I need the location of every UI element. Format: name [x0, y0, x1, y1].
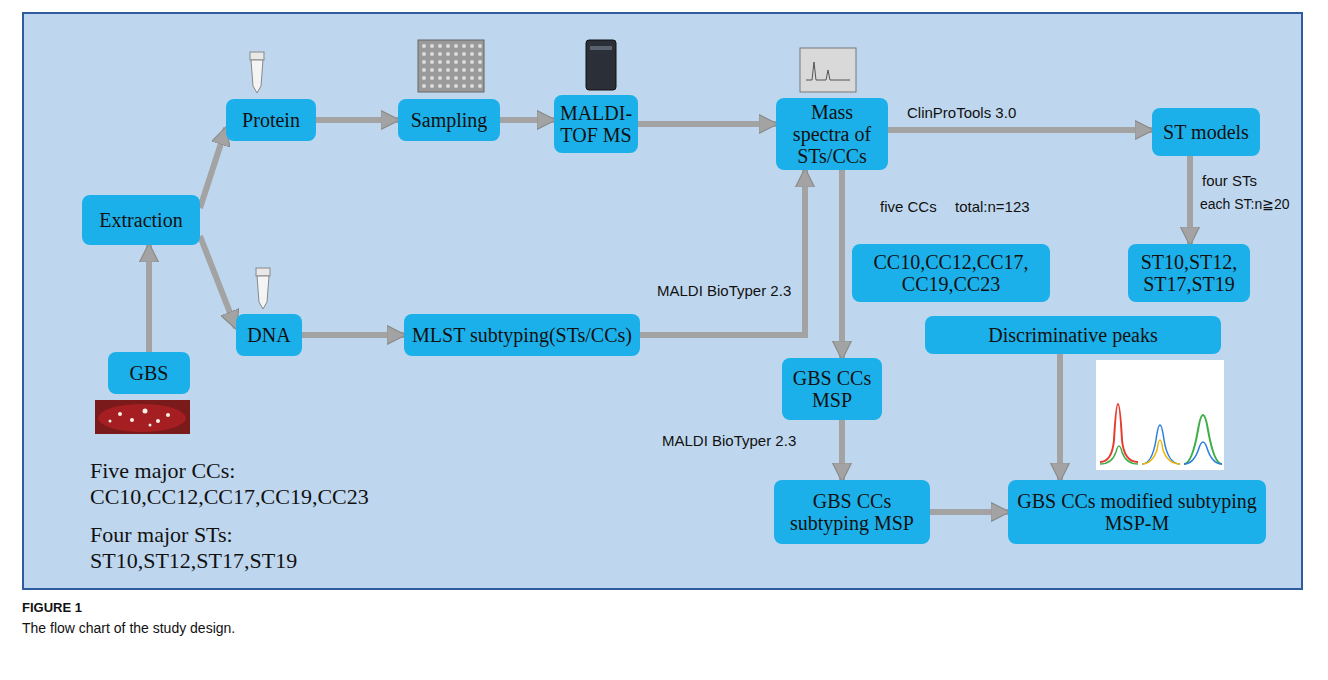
box-text: Extraction: [99, 209, 182, 231]
box-text: GBS: [130, 362, 169, 384]
process-box: GBS: [108, 352, 190, 394]
peak-green: [1184, 415, 1222, 464]
process-box: Mass spectra of STs/CCs: [776, 98, 888, 170]
instrument-icon: [586, 40, 616, 90]
arrow-label: MALDI BioTyper 2.3: [660, 432, 798, 450]
flow-arrow: [930, 509, 1008, 515]
arrow-label: MALDI BioTyper 2.3: [655, 282, 793, 300]
figure-number: FIGURE 1: [22, 600, 82, 615]
screen-icon: [800, 48, 856, 92]
box-text: CC10,CC12,CC17, CC19,CC23: [858, 251, 1044, 295]
arrow-label: ClinProTools 3.0: [905, 104, 1018, 122]
process-box: ST10,ST12, ST17,ST19: [1128, 244, 1250, 302]
note-text: each ST:n≧20: [1200, 196, 1290, 212]
note-text: total:n=123: [955, 198, 1030, 215]
screen: [800, 48, 856, 92]
flow-arrow: [316, 117, 398, 123]
box-text: GBS CCs subtyping MSP: [780, 490, 924, 534]
agar: [98, 404, 186, 432]
colonies: [109, 409, 171, 427]
process-box: DNA: [236, 314, 302, 356]
flow-arrow: [638, 121, 776, 127]
box-text: ST10,ST12, ST17,ST19: [1134, 251, 1244, 295]
flow-arrow: [839, 420, 845, 480]
box-text: GBS CCs modified subtyping MSP-M: [1014, 490, 1260, 534]
target-plate: [418, 40, 484, 92]
flow-arrow: [640, 170, 805, 335]
peak-blue: [1184, 442, 1222, 464]
tube-icon: [250, 52, 264, 93]
process-box: MLST subtyping(STs/CCs): [404, 314, 640, 356]
process-box: GBS CCs MSP: [782, 358, 882, 420]
tube-body: [251, 60, 263, 93]
box-text: GBS CCs MSP: [788, 367, 876, 411]
note-text: Five major CCs:: [90, 458, 235, 484]
note-text: CC10,CC12,CC17,CC19,CC23: [90, 484, 369, 510]
process-box: GBS CCs subtyping MSP: [774, 480, 930, 544]
process-box: CC10,CC12,CC17, CC19,CC23: [852, 244, 1050, 302]
flow-arrow: [146, 245, 152, 352]
tube-cap: [256, 268, 270, 276]
petri-photo: [95, 400, 190, 434]
flow-arrow: [302, 332, 404, 338]
box-text: Discriminative peaks: [988, 324, 1157, 346]
instrument-body: [586, 40, 616, 90]
box-text: Protein: [242, 109, 300, 131]
process-box: ST models: [1152, 108, 1260, 156]
screen-trace: [806, 62, 850, 80]
figure-caption: The flow chart of the study design.: [22, 620, 235, 636]
process-box: Discriminative peaks: [925, 316, 1221, 354]
flow-arrow: [1057, 354, 1063, 480]
tube-cap: [250, 52, 264, 60]
box-text: MLST subtyping(STs/CCs): [412, 324, 632, 346]
process-box: GBS CCs modified subtyping MSP-M: [1008, 480, 1266, 544]
photo-ground: [95, 400, 190, 434]
plate-wells: [422, 44, 482, 88]
box-text: ST models: [1163, 121, 1249, 143]
note-text: ST10,ST12,ST17,ST19: [90, 548, 297, 574]
peak-spectra: [1096, 360, 1224, 470]
flow-arrow: [200, 236, 236, 328]
box-text: Sampling: [411, 109, 488, 131]
instrument-slot: [590, 46, 612, 50]
peak-green: [1100, 446, 1138, 464]
peak-blue: [1142, 425, 1180, 464]
process-box: Protein: [226, 99, 316, 141]
box-text: Mass spectra of STs/CCs: [782, 101, 882, 167]
box-text: DNA: [247, 324, 290, 346]
plate: [418, 40, 484, 92]
peak-yellow: [1142, 440, 1180, 464]
box-text: MALDI-TOF MS: [560, 102, 632, 146]
flow-arrow: [888, 127, 1152, 133]
spectra-ground: [1096, 360, 1224, 470]
tube-body: [257, 276, 269, 309]
process-box: Extraction: [82, 195, 200, 245]
flow-arrow: [500, 117, 554, 123]
flow-arrow: [1187, 156, 1193, 244]
note-text: five CCs: [880, 198, 937, 215]
flow-arrow: [200, 128, 226, 208]
process-box: MALDI-TOF MS: [554, 95, 638, 153]
note-text: four STs: [1202, 172, 1257, 189]
flow-arrow: [839, 170, 845, 358]
process-box: Sampling: [398, 99, 500, 141]
tube-icon: [256, 268, 270, 309]
peak-red: [1100, 404, 1138, 462]
note-text: Four major STs:: [90, 522, 233, 548]
